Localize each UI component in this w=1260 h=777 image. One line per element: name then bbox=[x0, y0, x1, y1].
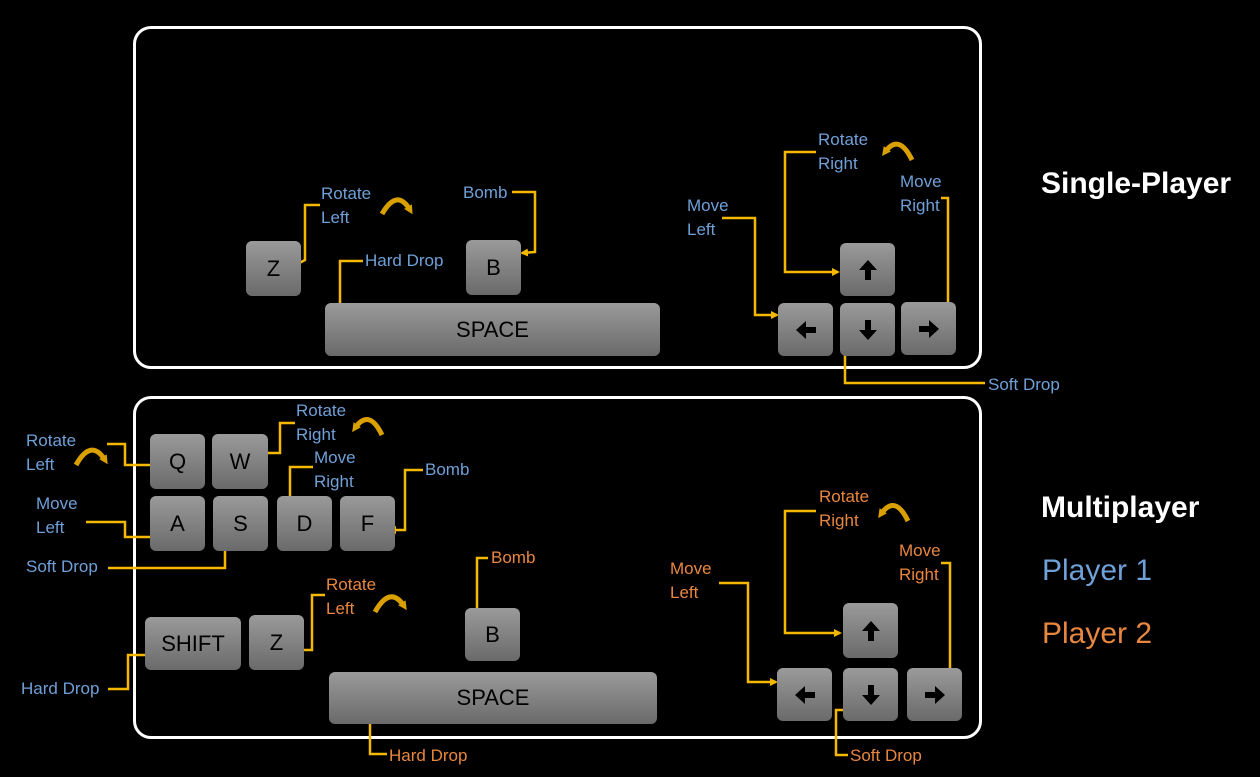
connector-single-bomb bbox=[512, 190, 537, 257]
arrow-down-icon bbox=[861, 684, 880, 705]
label-p2-rotate-left: Rotate Left bbox=[326, 575, 377, 618]
connector-p2-bomb bbox=[473, 556, 488, 622]
key-arrow-up bbox=[840, 243, 895, 296]
key-arrow-right-p2 bbox=[907, 668, 962, 721]
key-arrow-left-p2 bbox=[777, 668, 832, 721]
arrow-right-icon bbox=[918, 319, 939, 338]
title-multiplayer: Multiplayer bbox=[1041, 491, 1200, 524]
key-arrow-down-p2 bbox=[843, 668, 898, 721]
connector-single-move-right bbox=[941, 196, 952, 320]
label-p1-soft-drop: Soft Drop bbox=[26, 557, 98, 576]
key-arrow-left bbox=[778, 303, 833, 356]
key-q: Q bbox=[150, 434, 205, 489]
label-single-hard-drop: Hard Drop bbox=[365, 251, 444, 270]
key-z-p2: Z bbox=[249, 615, 304, 670]
key-arrow-right bbox=[901, 302, 956, 355]
connector-p1-bomb bbox=[388, 468, 423, 534]
label-p1-rotate-right: Rotate Right bbox=[296, 401, 347, 444]
label-p2-hard-drop: Hard Drop bbox=[389, 746, 468, 765]
key-s: S bbox=[213, 496, 268, 551]
label-p1-hard-drop: Hard Drop bbox=[21, 679, 100, 698]
label-p2-move-right: Move Right bbox=[899, 541, 941, 584]
label-single-soft-drop: Soft Drop bbox=[988, 375, 1060, 394]
arrow-down-icon bbox=[858, 319, 877, 340]
connector-p2-move-left bbox=[719, 581, 778, 686]
rotate-cw-icon bbox=[379, 197, 413, 216]
rotate-cw-icon bbox=[372, 594, 407, 614]
connector-single-move-left bbox=[722, 216, 779, 319]
rotate-ccw-icon bbox=[352, 417, 385, 437]
key-w: W bbox=[212, 434, 268, 489]
label-p1-bomb: Bomb bbox=[425, 460, 470, 479]
rotate-ccw-icon bbox=[878, 503, 911, 523]
connector-p1-rotate-left bbox=[107, 442, 161, 469]
key-a: A bbox=[150, 496, 205, 551]
label-p2-rotate-right: Rotate Right bbox=[819, 487, 870, 530]
label-p1-move-right: Move Right bbox=[314, 448, 356, 491]
connector-p1-rotate-right bbox=[256, 421, 295, 457]
arrow-left-icon bbox=[794, 685, 815, 704]
connector-p2-move-right bbox=[941, 561, 954, 687]
connector-p1-hard-drop bbox=[108, 651, 163, 691]
key-z: Z bbox=[246, 241, 301, 296]
key-arrow-down bbox=[840, 303, 895, 356]
label-single-bomb: Bomb bbox=[463, 183, 508, 202]
connector-single-rotate-right bbox=[783, 150, 840, 276]
key-b-p2: B bbox=[465, 608, 520, 661]
rotate-cw-icon bbox=[73, 447, 108, 467]
label-p2-bomb: Bomb bbox=[491, 548, 536, 567]
arrow-right-icon bbox=[924, 685, 945, 704]
key-space-p2: SPACE bbox=[329, 672, 657, 724]
arrow-up-icon bbox=[858, 259, 877, 280]
label-single-move-left: Move Left bbox=[687, 196, 729, 239]
key-shift: SHIFT bbox=[145, 617, 241, 670]
label-p1-move-left: Move Left bbox=[36, 494, 78, 537]
title-single-player: Single-Player bbox=[1041, 167, 1232, 200]
label-p2-move-left: Move Left bbox=[670, 559, 712, 602]
connector-p1-move-left bbox=[86, 520, 170, 541]
key-arrow-up-p2 bbox=[843, 603, 898, 658]
label-single-rotate-left: Rotate Left bbox=[321, 184, 372, 227]
label-single-move-right: Move Right bbox=[900, 172, 942, 215]
rotate-ccw-icon bbox=[882, 141, 915, 162]
connector-p1-move-right bbox=[286, 465, 313, 512]
key-d: D bbox=[277, 496, 332, 551]
label-p1-rotate-left: Rotate Left bbox=[26, 431, 77, 474]
legend-player-2: Player 2 bbox=[1042, 617, 1153, 650]
legend-player-1: Player 1 bbox=[1042, 554, 1153, 587]
connector-p2-rotate-right bbox=[783, 509, 842, 637]
label-single-rotate-right: Rotate Right bbox=[818, 130, 869, 173]
arrow-left-icon bbox=[795, 320, 816, 339]
key-f: F bbox=[340, 496, 395, 551]
key-b: B bbox=[466, 240, 521, 295]
key-space: SPACE bbox=[325, 303, 660, 356]
label-p2-soft-drop: Soft Drop bbox=[850, 746, 922, 765]
arrow-up-icon bbox=[861, 620, 880, 641]
